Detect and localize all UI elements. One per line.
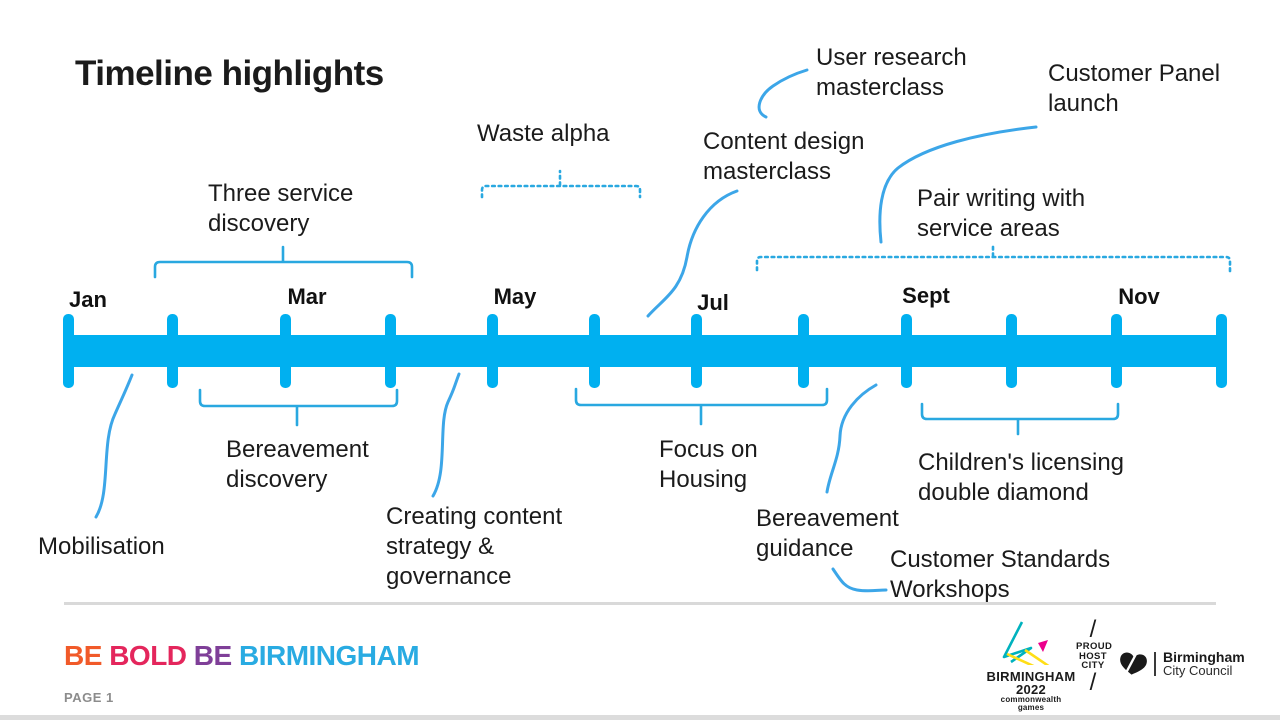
customer-standards-connector [831,567,888,593]
council-separator [1154,652,1156,676]
timeline-tick [901,314,912,388]
timeline-tick [167,314,178,388]
month-label-may: May [493,284,537,309]
council-subtitle: City Council [1163,663,1233,678]
annotation-content-design-masterclass: Content design masterclass [703,128,865,185]
timeline-tick [63,314,74,388]
annotation-waste-alpha: Waste alpha [477,120,610,147]
birmingham-2022-logo: BIRMINGHAM 2022 commonwealth games [985,617,1077,712]
timeline-tick [798,314,809,388]
pair-writing-bracket [755,255,1232,273]
mobilisation-connector [94,373,134,519]
annotation-childrens-licensing: Children's licensing double diamond [918,449,1125,506]
b2022-sub2: games [1017,703,1045,712]
month-label-jan: Jan [69,287,107,312]
month-label-nov: Nov [1118,284,1160,309]
tagline-bold: BOLD [109,640,194,671]
waste-alpha-bracket [480,184,642,199]
annotation-creating-content-strategy: Creating content strategy & governance [386,503,563,590]
host-slash-bottom: / [1089,668,1097,696]
timeline-tick [280,314,291,388]
heart-icon [1120,652,1147,676]
timeline-bar [63,335,1227,367]
annotation-three-service-discovery: Three service discovery [208,180,354,237]
timeline-tick [1006,314,1017,388]
proud-host-city-mark: / PROUD HOST CITY / [1076,616,1113,696]
council-name: Birmingham [1163,649,1245,665]
timeline-tick [691,314,702,388]
birmingham-city-council-logo: Birmingham City Council [1118,650,1245,678]
month-label-jul: Jul [697,290,729,315]
host-line-city: CITY [1081,660,1105,671]
slide-bottom-edge [0,715,1280,720]
annotation-bereavement-guidance: Bereavement guidance [756,505,899,562]
b2022-year: 2022 [1015,682,1047,697]
childrens-licensing-bracket [920,402,1120,421]
be-bold-be-birmingham-tagline: BE BOLD BE BIRMINGHAM [64,640,420,672]
month-label-mar: Mar [287,284,327,309]
bereavement-guidance-connector [825,383,878,494]
annotation-customer-standards-workshops: Customer Standards Workshops [890,546,1111,603]
council-text: Birmingham City Council [1163,650,1245,678]
annotation-mobilisation: Mobilisation [38,533,165,560]
birmingham-2022-mark-icon [1002,621,1054,671]
month-label-sept: Sept [902,283,950,308]
annotation-focus-on-housing: Focus on Housing [659,436,758,493]
host-slash-top: / [1089,616,1097,643]
page-number: PAGE 1 [64,690,114,705]
timeline-tick [1216,314,1227,388]
user-research-connector [757,68,809,119]
b2022-wordmark: BIRMINGHAM [986,669,1076,684]
b2022-sub1: commonwealth [1000,695,1062,704]
bereavement-discovery-bracket [198,388,399,408]
footer-divider [64,602,1216,605]
tagline-be-2: BE [193,640,239,671]
tagline-birmingham: BIRMINGHAM [238,640,420,671]
timeline-tick [589,314,600,388]
page-title: Timeline highlights [75,54,384,93]
three-service-bracket [153,260,414,279]
focus-housing-bracket [574,387,829,407]
annotation-pair-writing: Pair writing with service areas [917,185,1086,242]
annotation-customer-panel-launch: Customer Panel launch [1048,60,1221,117]
tagline-be-1: BE [64,640,110,671]
creating-content-connector [431,372,461,498]
host-line-proud: PROUD [1076,641,1113,652]
annotation-bereavement-discovery: Bereavement discovery [226,436,369,493]
timeline-tick [487,314,498,388]
timeline-tick [1111,314,1122,388]
annotation-user-research-masterclass: User research masterclass [816,44,967,101]
timeline-tick [385,314,396,388]
host-line-host: HOST [1079,650,1107,662]
